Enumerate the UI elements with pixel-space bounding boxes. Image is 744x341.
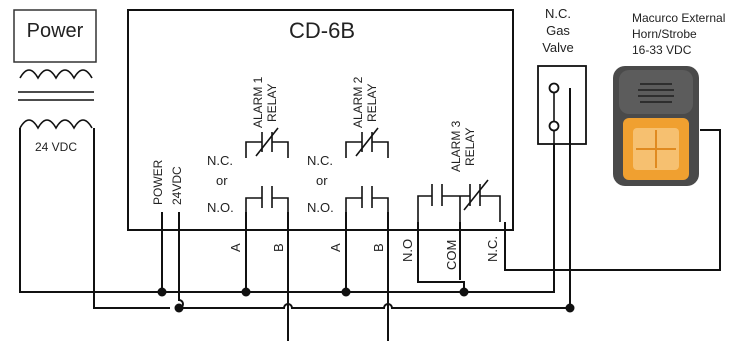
alarm1-term-b: B: [271, 243, 286, 252]
alarm1-nc-label: N.C.: [207, 153, 233, 168]
alarm3-subtitle: RELAY: [463, 128, 477, 166]
alarm2-term-a: A: [328, 243, 343, 252]
junction-dot: [459, 287, 469, 297]
power-wire-1: [19, 128, 162, 293]
primary-coil: [19, 69, 93, 80]
alarm2-nc-slash: [355, 127, 379, 157]
alarm1-relay: ALARM 1 RELAY N.C. or N.O. A B: [207, 76, 289, 341]
horn-speaker: [619, 70, 693, 114]
alarm2-nc-contact: [345, 132, 389, 158]
horn-label-2: Horn/Strobe: [632, 27, 697, 41]
secondary-coil: [19, 119, 93, 130]
alarm1-nc-contact: [245, 132, 289, 158]
alarm1-subtitle: RELAY: [265, 84, 279, 122]
controller-title: CD-6B: [289, 18, 355, 43]
alarm3-no-contact: [417, 184, 460, 222]
alarm1-nc-slash: [255, 127, 279, 157]
alarm3-nc-contact: [460, 184, 501, 222]
valve-label-2: Gas: [546, 23, 570, 38]
alarm1-term-a: A: [228, 243, 243, 252]
alarm3-term-nc: N.C.: [485, 236, 500, 262]
transformer-title-box: [13, 9, 97, 63]
valve-terminal-bottom: [548, 120, 560, 132]
valve-label-1: N.C.: [545, 6, 571, 21]
valve-terminal-top: [548, 82, 560, 94]
speaker-grille: [638, 83, 674, 103]
controller-box: [127, 9, 514, 231]
alarm1-or-label: or: [216, 173, 228, 188]
alarm3-no-wire: [417, 222, 465, 292]
power-wire-2: [93, 128, 170, 309]
valve-label-3: Valve: [542, 40, 574, 55]
bus-line-lower: [179, 303, 570, 309]
alarm3-nc-slash: [463, 179, 489, 211]
alarm3-term-no: N.O: [400, 239, 415, 262]
horn-label-3: 16-33 VDC: [632, 43, 692, 57]
transformer-title: Power: [27, 20, 84, 42]
alarm3-term-com: COM: [444, 240, 459, 270]
alarm2-no-contact: [345, 186, 389, 212]
gas-valve: N.C. Gas Valve: [537, 6, 587, 145]
alarm1-title: ALARM 1: [251, 76, 265, 128]
valve-box: [537, 65, 587, 145]
alarm2-title: ALARM 2: [351, 76, 365, 128]
transformer: Power 24 VDC: [13, 9, 97, 154]
alarm3-title: ALARM 3: [449, 120, 463, 172]
alarm2-nc-label: N.C.: [307, 153, 333, 168]
alarm2-no-label: N.O.: [307, 200, 334, 215]
alarm2-term-b: B: [371, 243, 386, 252]
alarm2-or-label: or: [316, 173, 328, 188]
alarm2-relay: ALARM 2 RELAY N.C. or N.O. A B: [307, 76, 389, 341]
horn-label-1: Macurco External: [632, 11, 725, 25]
horn-strobe: Macurco External Horn/Strobe 16-33 VDC: [613, 11, 725, 186]
alarm1-no-contact: [245, 186, 289, 212]
alarm2-subtitle: RELAY: [365, 84, 379, 122]
alarm1-no-label: N.O.: [207, 200, 234, 215]
power-terminal-2: [178, 212, 184, 309]
bus-line-upper: [162, 198, 555, 293]
transformer-voltage: 24 VDC: [35, 140, 77, 154]
power-label: POWER: [151, 159, 165, 205]
power-voltage-label: 24VDC: [170, 166, 184, 205]
